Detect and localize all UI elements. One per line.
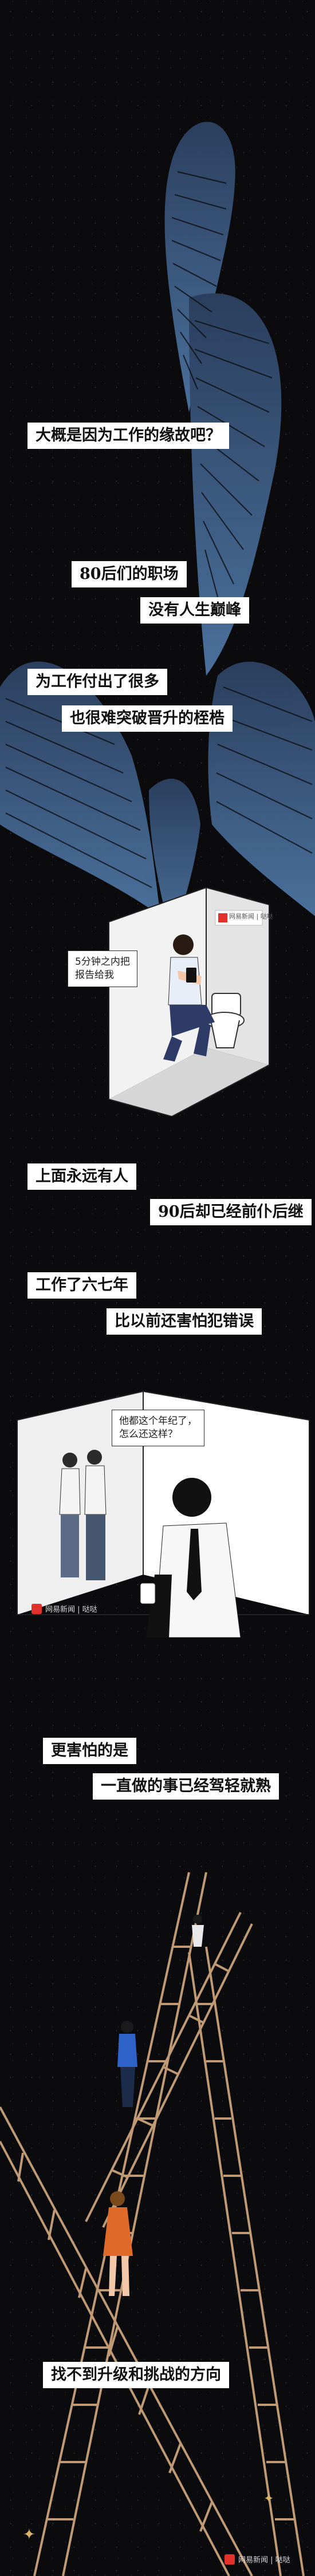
man-on-toilet: [163, 934, 215, 1062]
caption-3: 没有人生巅峰: [140, 597, 249, 624]
speech-bubble-gossip: 他都这个年纪了， 怎么还这样？: [112, 1410, 204, 1446]
sparkle-icon: ✦: [23, 2526, 36, 2543]
caption-2: 80后们的职场: [72, 561, 187, 587]
toilet: [204, 993, 245, 1048]
ladder-3: [188, 1946, 305, 2576]
climber-orange: [103, 2191, 133, 2296]
caption-12: 找不到升级和挑战的方向: [43, 2362, 229, 2388]
man-in-suit: [140, 1478, 241, 1638]
brand-watermark-footer: 网易新闻 | 哒哒: [225, 2554, 290, 2565]
sparkle-icon: ✦: [263, 2492, 274, 2506]
office-gossip-illustration: [17, 1390, 310, 1638]
ladder-2: [0, 2106, 253, 2576]
caption-8: 工作了六七年: [27, 1272, 136, 1299]
brand-watermark-office: 网易新闻 | 哒哒: [32, 1603, 97, 1614]
speech-bubble-report: 5分钟之内把 报告给我: [68, 950, 137, 987]
ladder-4: [85, 1912, 253, 2228]
caption-10: 更害怕的是: [43, 1738, 136, 1764]
brand-tag: [215, 910, 263, 926]
caption-7: 90后却已经前仆后继: [150, 1199, 312, 1225]
caption-5: 也很难突破晋升的桎梏: [62, 705, 233, 732]
caption-9: 比以前还害怕犯错误: [107, 1308, 262, 1335]
climber-blue: [117, 2021, 137, 2107]
gossiping-women: [59, 1450, 107, 1580]
ladders-illustration: [0, 1872, 305, 2576]
caption-4: 为工作付出了很多: [27, 669, 167, 695]
brand-tag-label: 网易新闻 | 哒哒: [229, 913, 273, 920]
caption-1: 大概是因为工作的缘故吧？: [27, 423, 229, 449]
caption-11: 一直做的事已经驾轻就熟: [93, 1773, 279, 1800]
brand-logo-icon: [225, 2554, 235, 2565]
brand-logo-icon: [32, 1603, 42, 1614]
climber-small: [192, 1915, 204, 1947]
caption-6: 上面永远有人: [27, 1163, 136, 1190]
feather-wing-illustration: [0, 121, 315, 939]
toilet-scene-illustration: [108, 886, 270, 1117]
